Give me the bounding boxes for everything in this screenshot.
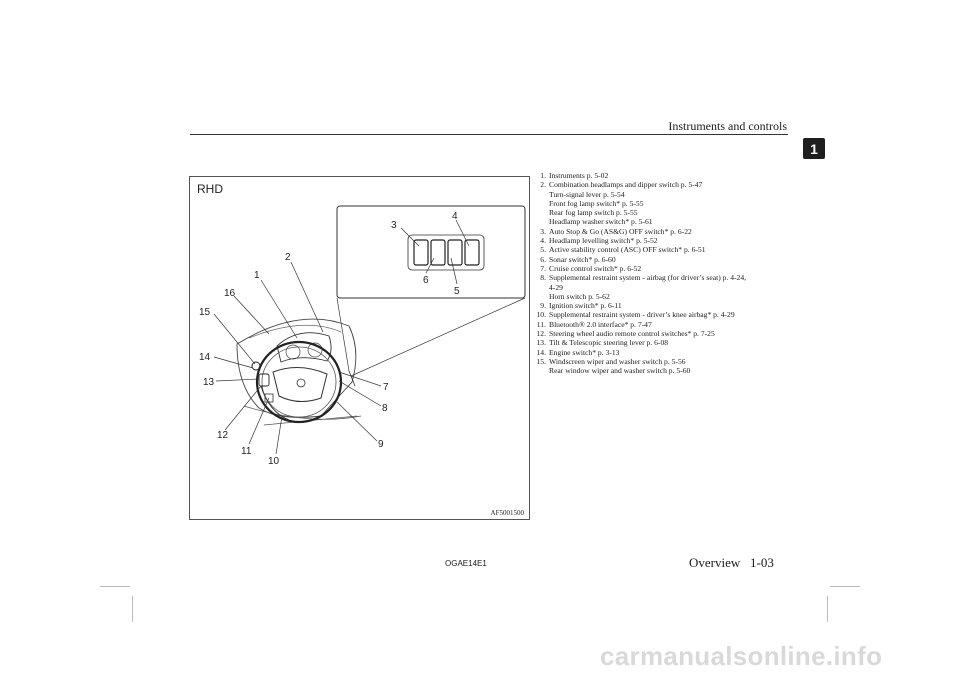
- callout-2: 2: [285, 252, 291, 263]
- callout-10: 10: [268, 456, 280, 467]
- legend-subline: Horn switch p. 5-62: [549, 291, 610, 301]
- callout-16: 16: [224, 288, 236, 299]
- header-rule: [190, 134, 788, 135]
- legend-number: 8.: [540, 273, 546, 283]
- legend-text: Steering wheel audio remote control swit…: [549, 329, 715, 339]
- switch-4: [464, 239, 480, 266]
- section-title: Instruments and controls: [668, 119, 787, 133]
- crop-mark: [827, 596, 828, 622]
- legend-item: 11.Bluetooth® 2.0 interface* p. 7-47: [532, 320, 812, 329]
- legend-item: 8.Supplemental restraint system - airbag…: [532, 273, 812, 282]
- legend-number: 9.: [540, 301, 546, 311]
- switch-5: [447, 239, 463, 266]
- legend-number: 13.: [536, 338, 547, 348]
- legend-text: Bluetooth® 2.0 interface* p. 7-47: [549, 319, 652, 329]
- legend-item: 10.Supplemental restraint system - drive…: [532, 310, 812, 319]
- legend-number: 11.: [536, 319, 546, 329]
- footer-section: Overview: [689, 555, 741, 570]
- legend-item: 6.Sonar switch* p. 6-60: [532, 255, 812, 264]
- callout-11: 11: [241, 446, 252, 457]
- legend-number: 3.: [540, 226, 546, 236]
- callout-5: 5: [454, 286, 460, 297]
- legend-text: Headlamp levelling switch* p. 5-52: [549, 236, 658, 246]
- legend-item: 5.Active stability control (ASC) OFF swi…: [532, 245, 812, 254]
- legend-number: 5.: [540, 245, 546, 255]
- legend-item: 3.Auto Stop & Go (AS&G) OFF switch* p. 6…: [532, 227, 812, 236]
- callout-8: 8: [382, 403, 388, 414]
- crop-mark: [100, 586, 130, 587]
- legend-item: 14.Engine switch* p. 3-13: [532, 348, 812, 357]
- legend-text: Active stability control (ASC) OFF switc…: [549, 245, 706, 255]
- dashboard-figure: RHD 1 2 3 4 5 6 7: [189, 176, 530, 520]
- legend-text: Supplemental restraint system - airbag (…: [549, 273, 747, 283]
- legend-text: Engine switch* p. 3-13: [549, 347, 620, 357]
- legend-text: Windscreen wiper and washer switch p. 5-…: [549, 356, 686, 366]
- legend-text: Sonar switch* p. 6-60: [549, 254, 616, 264]
- callout-9: 9: [378, 439, 384, 450]
- legend-subline: Headlamp washer switch* p. 5-61: [549, 217, 653, 227]
- crop-mark: [132, 596, 133, 622]
- legend-number: 14.: [536, 347, 547, 357]
- figure-code: AF5001500: [491, 509, 525, 517]
- legend-text: Ignition switch* p. 6-11: [549, 301, 622, 311]
- callout-13: 13: [203, 377, 215, 388]
- legend-item: 15.Windscreen wiper and washer switch p.…: [532, 357, 812, 366]
- legend-item: 2.Combination headlamps and dipper switc…: [532, 180, 812, 189]
- callout-14: 14: [199, 352, 211, 363]
- watermark[interactable]: carmanualsonline.info: [600, 641, 883, 671]
- legend-item: 4.Headlamp levelling switch* p. 5-52: [532, 236, 812, 245]
- legend-subline: Rear window wiper and washer switch p. 5…: [549, 366, 691, 376]
- switch-6: [430, 239, 446, 266]
- legend-subline: Rear fog lamp switch p. 5-55: [549, 208, 638, 218]
- callout-7: 7: [383, 382, 389, 393]
- legend-number: 1.: [540, 171, 546, 180]
- legend-number: 6.: [540, 254, 546, 264]
- legend-subline: Turn-signal lever p. 5-54: [549, 189, 625, 199]
- legend-item: 13.Tilt & Telescopic steering lever p. 6…: [532, 338, 812, 347]
- callout-3: 3: [391, 220, 397, 231]
- legend-number: 15.: [536, 356, 547, 366]
- legend-text: Instruments p. 5-02: [549, 171, 609, 180]
- switch-3: [413, 239, 429, 266]
- legend-item: 12.Steering wheel audio remote control s…: [532, 329, 812, 338]
- callout-15: 15: [199, 307, 211, 318]
- legend-item: 9.Ignition switch* p. 6-11: [532, 301, 812, 310]
- legend-subline: Front fog lamp switch* p. 5-55: [549, 198, 644, 208]
- legend-item: 1.Instruments p. 5-02: [532, 171, 812, 180]
- legend-text: Cruise control switch* p. 6-52: [549, 263, 642, 273]
- document-code: OGAE14E1: [445, 559, 487, 568]
- callout-4: 4: [452, 211, 458, 222]
- legend-number: 7.: [540, 263, 546, 273]
- callout-12: 12: [217, 430, 229, 441]
- legend-subline: 4-29: [549, 282, 563, 292]
- legend-text: Tilt & Telescopic steering lever p. 6-08: [549, 338, 669, 348]
- legend-number: 2.: [540, 180, 546, 190]
- figure-side-label: RHD: [197, 182, 223, 196]
- page-number: 1-03: [750, 555, 774, 570]
- legend-text: Combination headlamps and dipper switch …: [549, 180, 703, 190]
- legend-text: Supplemental restraint system - driver’s…: [549, 310, 735, 320]
- legend-number: 4.: [540, 236, 546, 246]
- callout-6: 6: [423, 275, 429, 286]
- legend-number: 12.: [536, 329, 547, 339]
- chapter-tab[interactable]: 1: [803, 138, 825, 159]
- crop-mark: [830, 586, 860, 587]
- legend-number: 10.: [536, 310, 547, 320]
- legend-text: Auto Stop & Go (AS&G) OFF switch* p. 6-2…: [549, 226, 692, 236]
- callout-1: 1: [254, 270, 260, 281]
- legend-item: 7.Cruise control switch* p. 6-52: [532, 264, 812, 273]
